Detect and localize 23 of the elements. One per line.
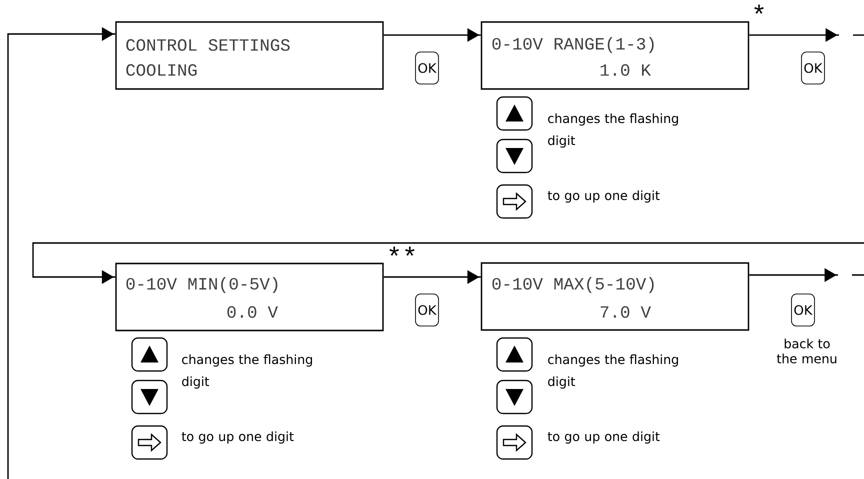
key-description: to go up one digit: [548, 190, 660, 203]
key-description: to go up one digit: [548, 431, 660, 444]
key-description: changes the flashing digit: [548, 354, 678, 389]
footnote-mark: **: [390, 246, 414, 256]
display-box: CONTROL SETTINGS COOLING: [115, 21, 384, 90]
display-box: 0-10V RANGE(1-3) 1.0 K: [480, 21, 750, 90]
key-description: to go up one digit: [182, 431, 294, 444]
arrow: [7, 27, 116, 479]
display-box: 0-10V MAX(5-10V) 7.0 V: [480, 262, 750, 331]
arrow: [32, 242, 864, 284]
ok-key: OK: [415, 294, 439, 326]
display-box: 0-10V MIN(0-5V) 0.0 V: [115, 262, 384, 332]
ok-key: OK: [801, 52, 825, 84]
arrow: [384, 270, 481, 284]
arrow: [384, 28, 481, 42]
key-description: changes the flashing digit: [182, 354, 312, 389]
note-text: back to the menu: [776, 338, 836, 364]
arrow: [749, 268, 838, 282]
key-description: changes the flashing digit: [548, 113, 678, 148]
ok-key: OK: [415, 52, 439, 84]
ok-key: OK: [791, 294, 815, 326]
footnote-mark: *: [754, 4, 764, 14]
arrow: [749, 28, 839, 42]
